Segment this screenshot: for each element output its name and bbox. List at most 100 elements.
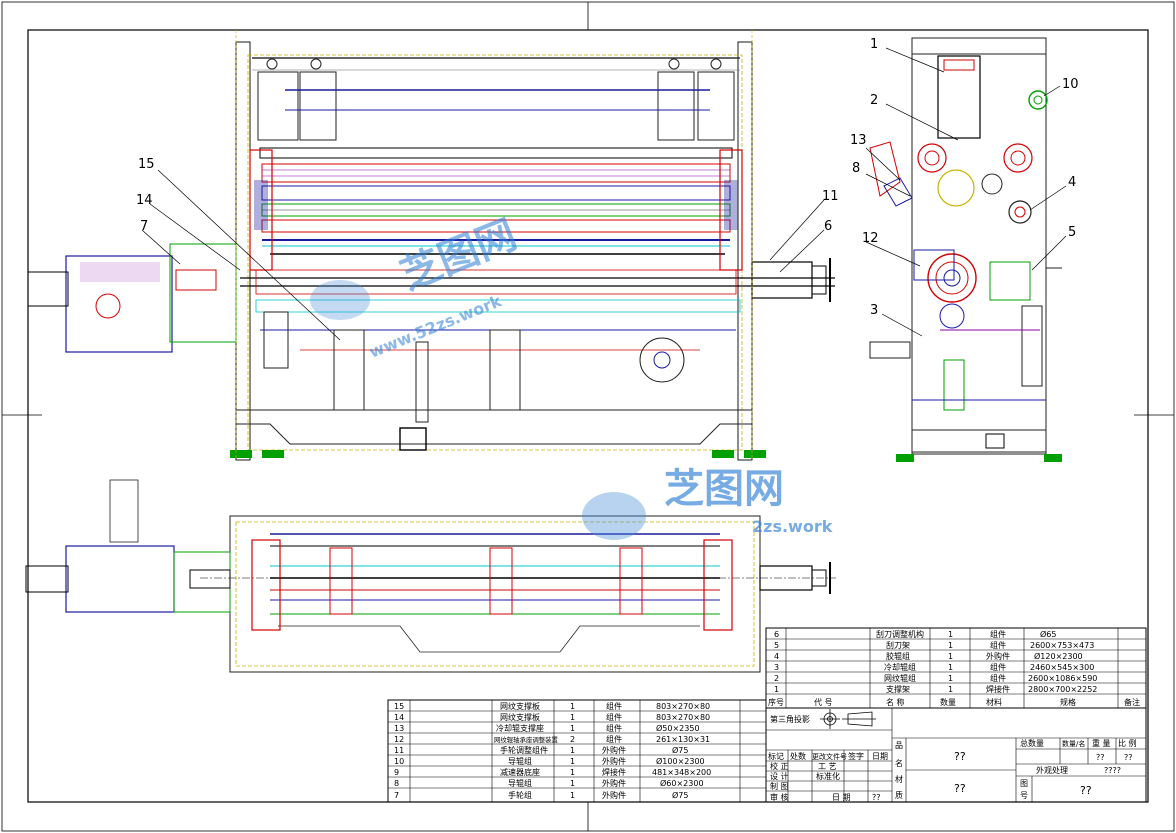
lower-row-qty: 1	[570, 791, 575, 800]
drawing-no-value: ??	[1080, 784, 1092, 797]
callout-3: 3	[870, 303, 878, 318]
title-block: 第三角投影 标记 处数 更改文件号 签字 日期 校 正 工 艺 设 计 标准化 …	[765, 707, 1147, 803]
callout-15: 15	[138, 157, 155, 172]
lower-row-spec: Ø50×2350	[656, 723, 700, 733]
upper-header-remark: 备注	[1124, 697, 1140, 707]
tb-std: 标准化	[816, 771, 840, 781]
tb-design: 设 计	[770, 771, 789, 781]
lower-row-name: 导辊组	[508, 756, 532, 766]
callout-10: 10	[1062, 77, 1079, 92]
upper-row-name: 刮刀架	[886, 640, 910, 650]
lower-row-no: 12	[394, 735, 404, 744]
callout-labels: 1 2 3 4 5 6 7 8 10 11 12 13 14 15	[136, 37, 1079, 318]
upper-row-qty: 1	[948, 663, 953, 672]
lower-row-spec: 261×130×31	[656, 735, 710, 744]
upper-row-material: 组件	[990, 640, 1006, 650]
tb-side-pin: 品	[895, 741, 903, 750]
upper-row-spec: 2600×753×473	[1030, 641, 1094, 650]
lower-row-no: 14	[394, 713, 404, 722]
callout-11: 11	[822, 189, 839, 204]
upper-row-name: 支撑架	[886, 684, 910, 694]
lower-row-spec: Ø60×2300	[660, 778, 704, 788]
tb-date2-value: ??	[872, 793, 881, 802]
callout-4: 4	[1068, 175, 1076, 190]
tb-date2: 日 期	[832, 793, 851, 802]
watermark-lower: 芝图网 2zs.work	[582, 466, 833, 540]
lower-row-name: 网纹辊轴承座调整装置	[494, 735, 559, 744]
lower-row-spec: 481×348×200	[652, 768, 711, 777]
inner-drawing-frame	[27, 29, 1149, 803]
lower-row-name: 冷却辊支撑座	[496, 723, 544, 733]
upper-row-material: 外购件	[986, 651, 1010, 661]
projection-symbol-icon	[820, 709, 876, 729]
lower-row-material: 外购件	[602, 756, 626, 766]
tb-side-fig: 图	[1020, 779, 1028, 788]
lower-row-no: 11	[394, 746, 404, 755]
watermark-url-lower: 2zs.work	[752, 517, 833, 536]
upper-header-qty: 数量	[940, 697, 956, 707]
lower-row-material: 外购件	[602, 778, 626, 788]
lower-row-qty: 1	[570, 757, 575, 766]
upper-row-no: 2	[774, 674, 779, 683]
callout-2: 2	[870, 93, 878, 108]
upper-row-name: 网纹辊组	[884, 673, 916, 683]
upper-row-qty: 1	[948, 674, 953, 683]
tb-date: 日期	[872, 752, 888, 761]
lower-row-qty: 2	[570, 735, 575, 744]
upper-row-spec: 2600×1086×590	[1028, 674, 1097, 683]
watermark-url-upper: www.52zs.work	[366, 291, 504, 362]
lower-row-no: 15	[394, 702, 404, 711]
tb-total-qty: 总数量	[1020, 738, 1044, 748]
projection-label: 第三角投影	[770, 714, 810, 724]
upper-row-material: 组件	[990, 662, 1006, 672]
lower-row-material: 组件	[606, 723, 622, 733]
upper-row-spec: 2800×700×2252	[1028, 685, 1097, 694]
upper-row-no: 4	[774, 652, 779, 661]
lower-row-spec: Ø75	[672, 790, 688, 800]
upper-row-qty: 1	[948, 630, 953, 639]
lower-row-qty: 1	[570, 779, 575, 788]
tb-sign: 签字	[848, 751, 864, 761]
lower-row-name: 网纹支撑板	[500, 712, 540, 722]
tb-check: 校 正	[770, 761, 789, 771]
top-view	[25, 479, 836, 673]
upper-header-name: 名 称	[886, 697, 905, 707]
watermark-upper: 芝图网 www.52zs.work	[310, 212, 523, 362]
lower-row-name: 导辊组	[508, 778, 532, 788]
upper-row-spec: 2460×545×300	[1030, 663, 1094, 672]
tb-weight-label: 数量/名	[1062, 739, 1085, 748]
tb-count: 处数	[790, 751, 806, 761]
tb-ratio-header: 重 量	[1092, 738, 1111, 748]
lower-row-name: 手轮组	[508, 790, 532, 800]
upper-row-spec: Ø120×2300	[1034, 651, 1083, 661]
lower-row-name: 减速器底座	[500, 767, 540, 777]
lower-row-no: 10	[394, 757, 404, 766]
lower-row-name: 手轮调整组件	[500, 745, 548, 755]
upper-header-spec: 规格	[1060, 697, 1076, 707]
tb-process: 工 艺	[818, 762, 837, 771]
lower-row-spec: Ø100×2300	[656, 756, 705, 766]
tb-side-mat: 材	[895, 774, 903, 784]
upper-header-material: 材料	[986, 697, 1002, 707]
lower-row-spec: 803×270×80	[656, 702, 710, 711]
tb-mark: 标记	[768, 751, 784, 761]
upper-row-name: 冷却辊组	[884, 662, 916, 672]
lower-row-spec: Ø75	[672, 745, 688, 755]
material-value: ??	[954, 782, 966, 795]
callout-7: 7	[140, 219, 148, 234]
lower-row-qty: 1	[570, 702, 575, 711]
upper-header-code: 代 号	[814, 697, 833, 707]
tb-draft: 制 图	[770, 781, 789, 791]
watermark-brand-lower: 芝图网	[664, 466, 784, 512]
front-view	[27, 30, 835, 461]
tb-side-name: 名	[895, 758, 903, 768]
upper-row-name: 胶辊组	[886, 651, 910, 661]
callout-13: 13	[850, 133, 867, 148]
lower-row-material: 焊接件	[602, 767, 626, 777]
weight-value: ??	[1096, 753, 1105, 762]
upper-row-spec: Ø65	[1040, 629, 1056, 639]
lower-row-name: 网纹支撑板	[500, 701, 540, 711]
lower-row-qty: 1	[570, 768, 575, 777]
